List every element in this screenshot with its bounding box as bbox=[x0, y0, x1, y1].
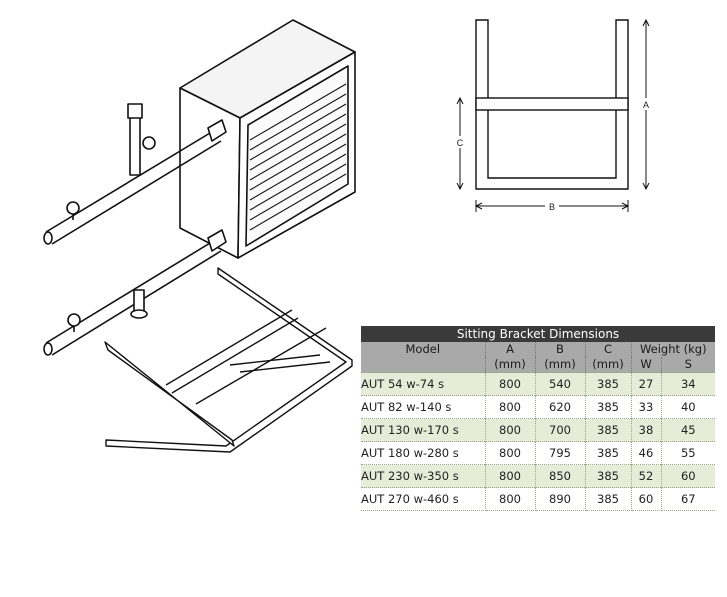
bracket-dimensions-table: Sitting Bracket Dimensions Model A B C W… bbox=[361, 326, 716, 511]
bracket-outline bbox=[475, 19, 629, 190]
cell-b: 795 bbox=[535, 441, 586, 465]
cell-model: AUT 54 w-74 s bbox=[361, 372, 486, 396]
cell-c: 385 bbox=[585, 418, 632, 442]
cell-weight-w: 46 bbox=[631, 441, 662, 465]
table-row: AUT 270 w-460 s 800 890 385 60 67 bbox=[361, 487, 716, 511]
cell-b: 620 bbox=[535, 395, 586, 419]
header-c-unit: (mm) bbox=[585, 357, 632, 373]
cell-weight-w: 27 bbox=[631, 372, 662, 396]
cell-model: AUT 82 w-140 s bbox=[361, 395, 486, 419]
header-a-unit: (mm) bbox=[485, 357, 536, 373]
table-row: AUT 54 w-74 s 800 540 385 27 34 bbox=[361, 372, 716, 396]
heater-housing bbox=[179, 19, 356, 259]
cell-a: 800 bbox=[485, 464, 536, 488]
cell-model: AUT 270 w-460 s bbox=[361, 487, 486, 511]
cell-model: AUT 230 w-350 s bbox=[361, 464, 486, 488]
cell-weight-w: 33 bbox=[631, 395, 662, 419]
bracket-dimensions-table-container: Sitting Bracket Dimensions Model A B C W… bbox=[361, 326, 716, 511]
header-weight-w: W bbox=[631, 357, 662, 373]
header-c: C bbox=[585, 342, 632, 357]
sitting-bracket-iso bbox=[104, 267, 353, 453]
cell-b: 890 bbox=[535, 487, 586, 511]
cell-c: 385 bbox=[585, 464, 632, 488]
cell-weight-s: 67 bbox=[661, 487, 716, 511]
cell-weight-w: 38 bbox=[631, 418, 662, 442]
dimension-b-label: B bbox=[549, 202, 555, 212]
header-b-unit: (mm) bbox=[535, 357, 586, 373]
cell-weight-s: 60 bbox=[661, 464, 716, 488]
header-weight-s: S bbox=[661, 357, 716, 373]
table-row: AUT 230 w-350 s 800 850 385 52 60 bbox=[361, 464, 716, 488]
cell-weight-s: 45 bbox=[661, 418, 716, 442]
cell-a: 800 bbox=[485, 418, 536, 442]
cell-a: 800 bbox=[485, 372, 536, 396]
header-a: A bbox=[485, 342, 536, 357]
dimension-c-label: C bbox=[457, 138, 464, 148]
table-row: AUT 180 w-280 s 800 795 385 46 55 bbox=[361, 441, 716, 465]
cell-weight-w: 52 bbox=[631, 464, 662, 488]
cell-weight-s: 40 bbox=[661, 395, 716, 419]
bracket-crossbar bbox=[475, 97, 629, 111]
cell-weight-w: 60 bbox=[631, 487, 662, 511]
cell-model: AUT 180 w-280 s bbox=[361, 441, 486, 465]
dimension-a-label: A bbox=[643, 100, 649, 110]
header-weight: Weight (kg) bbox=[631, 342, 716, 357]
cell-c: 385 bbox=[585, 372, 632, 396]
cell-weight-s: 55 bbox=[661, 441, 716, 465]
cell-b: 700 bbox=[535, 418, 586, 442]
cell-model: AUT 130 w-170 s bbox=[361, 418, 486, 442]
heater-louvres bbox=[249, 83, 347, 231]
cell-c: 385 bbox=[585, 487, 632, 511]
cell-c: 385 bbox=[585, 441, 632, 465]
cell-b: 850 bbox=[535, 464, 586, 488]
table-title: Sitting Bracket Dimensions bbox=[361, 326, 716, 342]
bracket-dimension-diagram: A C B bbox=[454, 18, 652, 212]
cell-a: 800 bbox=[485, 487, 536, 511]
header-b: B bbox=[535, 342, 586, 357]
table-row: AUT 130 w-170 s 800 700 385 38 45 bbox=[361, 418, 716, 442]
cell-a: 800 bbox=[485, 395, 536, 419]
lower-return-pipe bbox=[43, 229, 227, 356]
cell-b: 540 bbox=[535, 372, 586, 396]
header-model: Model bbox=[361, 342, 486, 373]
cell-a: 800 bbox=[485, 441, 536, 465]
cell-weight-s: 34 bbox=[661, 372, 716, 396]
upper-supply-pipe bbox=[43, 103, 227, 245]
table-row: AUT 82 w-140 s 800 620 385 33 40 bbox=[361, 395, 716, 419]
cell-c: 385 bbox=[585, 395, 632, 419]
